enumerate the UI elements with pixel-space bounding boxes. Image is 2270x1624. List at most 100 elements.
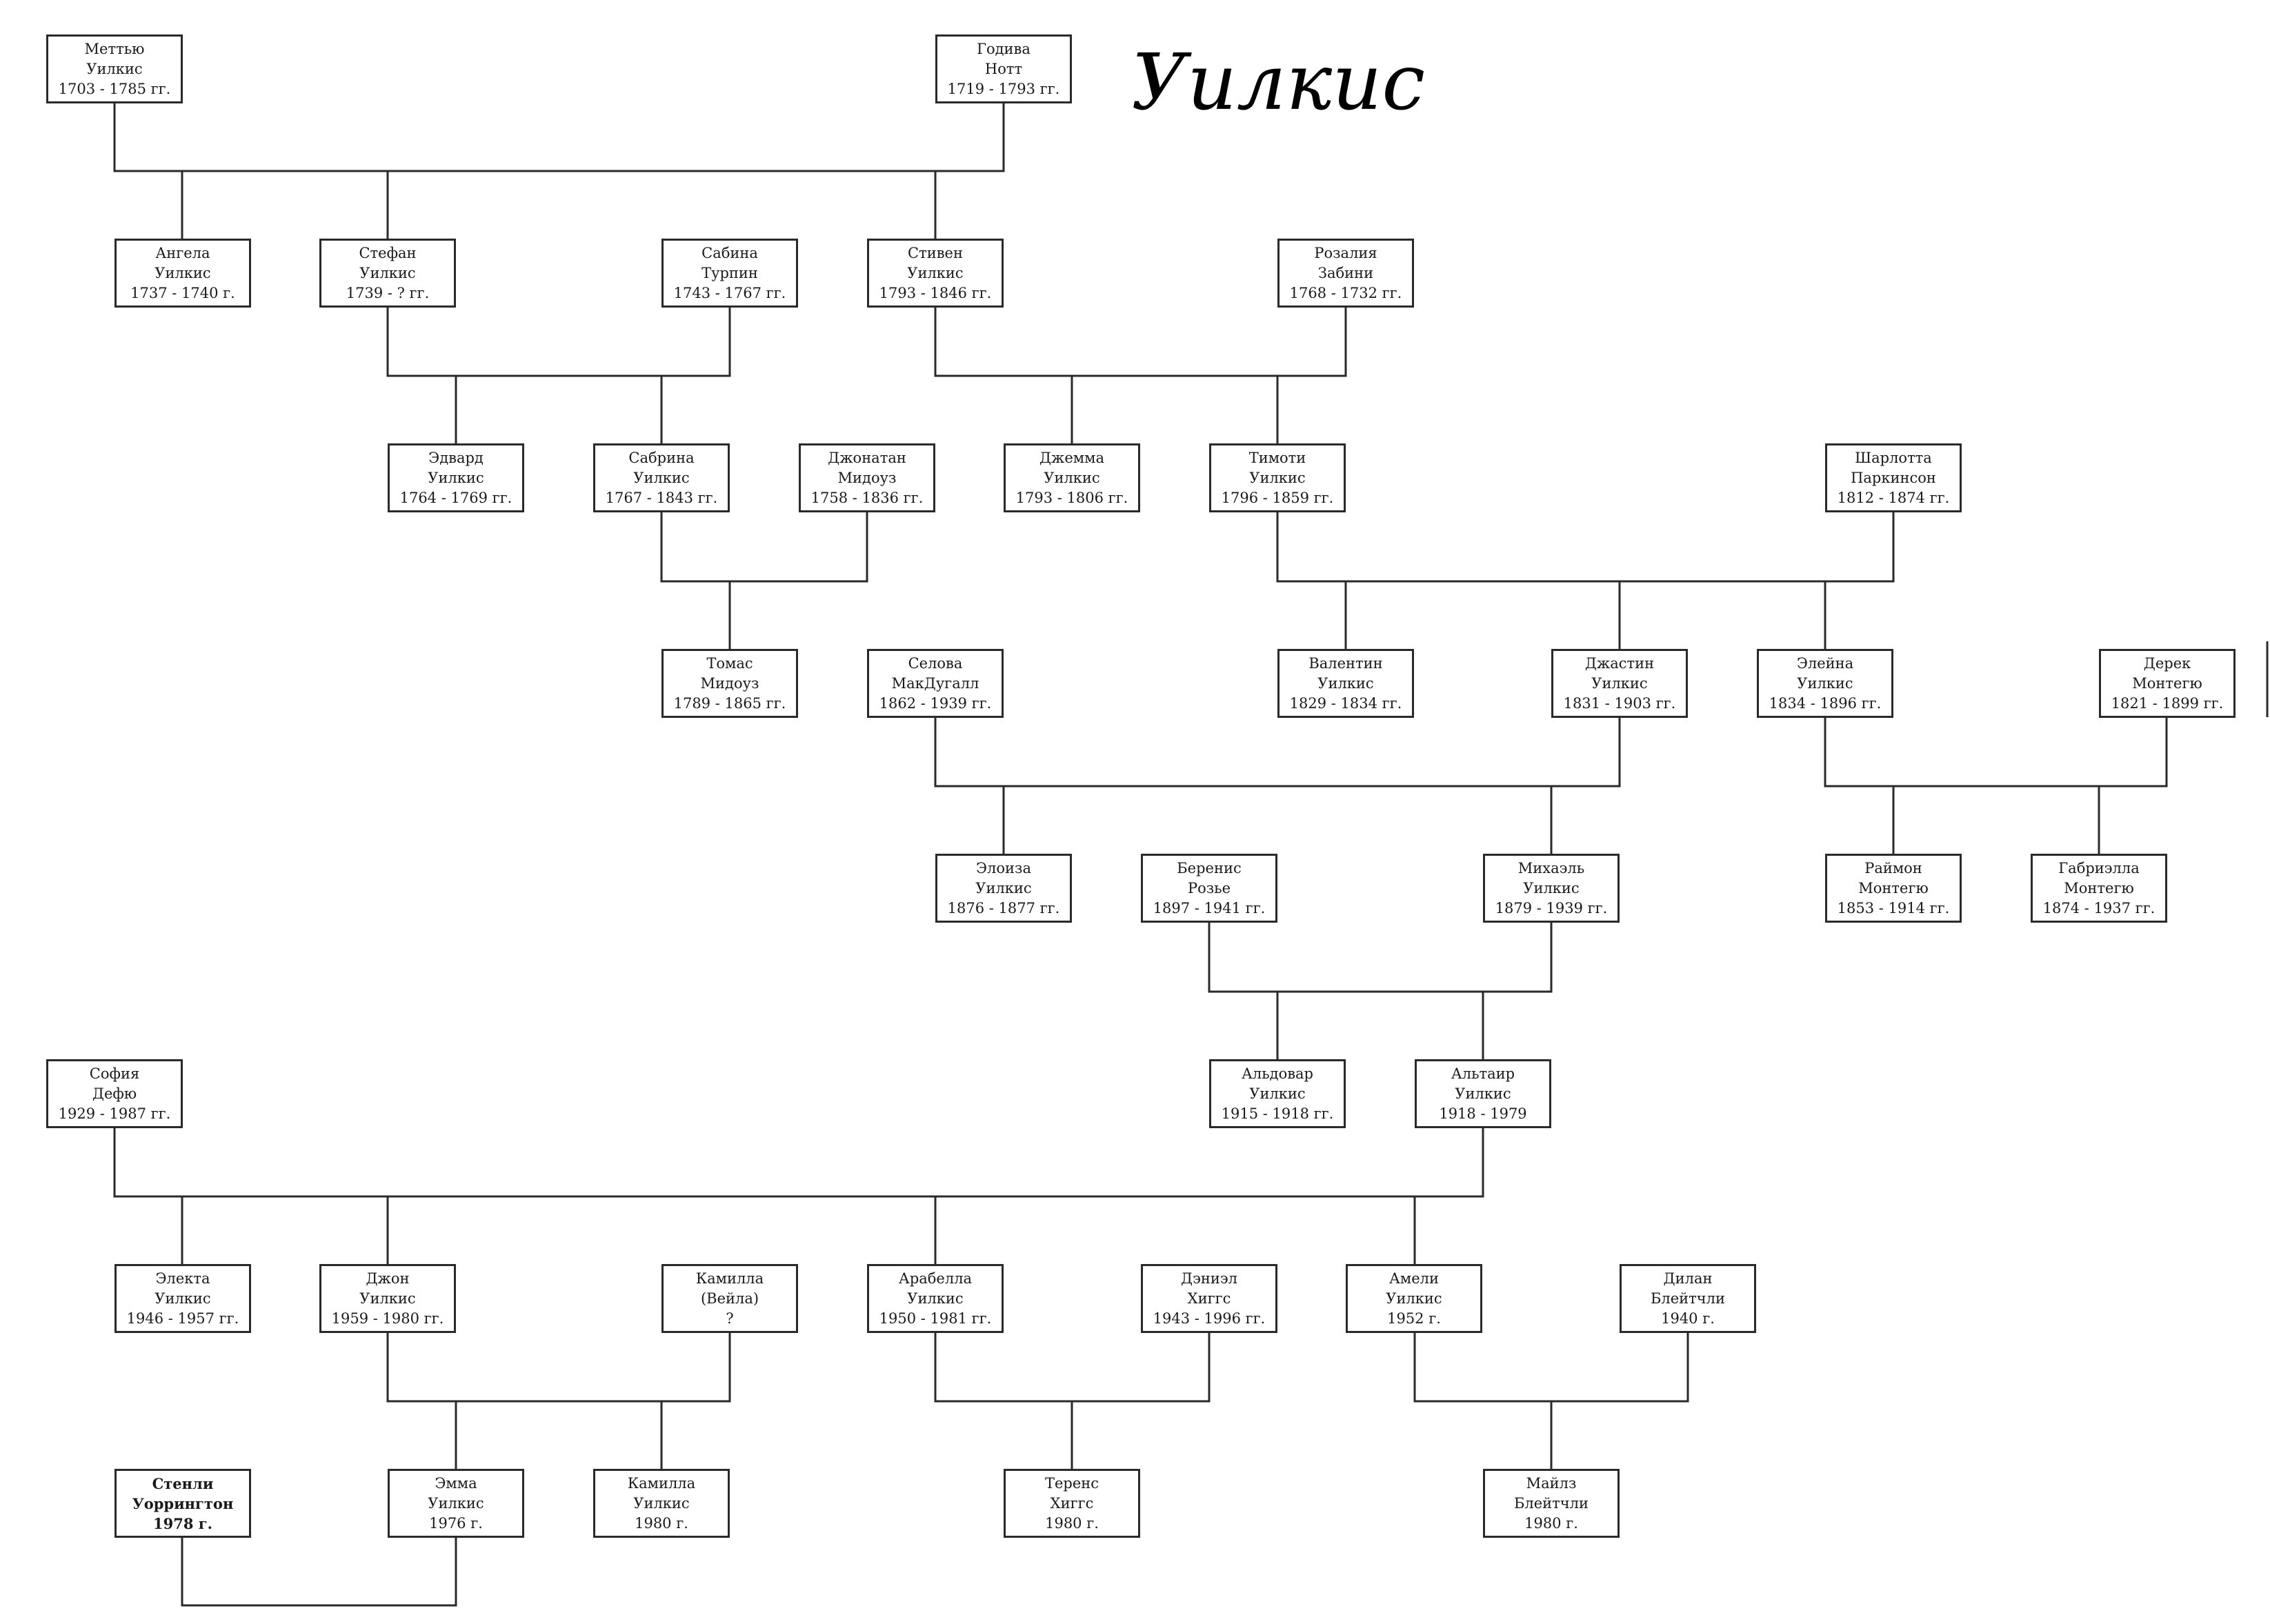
person-dylan: Дилан Блейтчли 1940 г. [1620,1264,1756,1333]
person-justin: Джастин Уилкис 1831 - 1903 гг. [1551,649,1688,718]
person-years: ? [726,1310,734,1327]
person-surname: Мидоуз [700,674,759,692]
person-surname: Уилкис [1317,674,1374,692]
person-stefan: Стефан Уилкис 1739 - ? гг. [319,239,456,308]
person-first-name: Дэниэл [1181,1270,1237,1287]
person-surname: Уилкис [1455,1085,1511,1102]
person-surname: Нотт [984,60,1023,77]
person-first-name: Раймон [1864,859,1922,876]
person-amelie: Амели Уилкис 1952 г. [1346,1264,1482,1333]
person-first-name: Годива [977,40,1031,57]
person-surname: Розье [1187,879,1231,896]
person-years: 1853 - 1914 гг. [1837,899,1950,916]
person-first-name: Арабелла [898,1270,973,1287]
person-daniel: Дэниэл Хиггс 1943 - 1996 гг. [1141,1264,1277,1333]
person-derek: Дерек Монтегю 1821 - 1899 гг. [2099,649,2236,718]
person-first-name: Сабина [701,244,758,261]
person-surname: Уилкис [975,879,1032,896]
person-years: 1862 - 1939 гг. [879,694,992,712]
person-first-name: Альдовар [1241,1065,1314,1082]
person-surname: Монтегю [2064,879,2134,896]
person-matthew: Меттью Уилкис 1703 - 1785 гг. [46,34,183,103]
person-years: 1874 - 1937 гг. [2042,899,2155,916]
person-surname: Паркинсон [1851,469,1936,486]
person-first-name: Михаэль [1517,859,1585,876]
person-surname: Уилкис [1044,469,1100,486]
person-years: 1831 - 1903 гг. [1563,694,1676,712]
person-godiva: Годива Нотт 1719 - 1793 гг. [935,34,1072,103]
person-angela: Ангела Уилкис 1737 - 1740 г. [115,239,251,308]
person-rosalia: Розалия Забини 1768 - 1732 гг. [1277,239,1414,308]
person-first-name: Стенли [152,1474,214,1492]
person-surname: МакДугалл [891,674,979,692]
person-years: 1980 г. [1045,1514,1099,1532]
person-years: 1793 - 1846 гг. [879,284,992,301]
person-first-name: Тимоти [1248,449,1306,466]
person-years: 1767 - 1843 гг. [605,489,718,506]
person-first-name: Майлз [1526,1474,1577,1492]
person-years: 1743 - 1767 гг. [673,284,786,301]
person-years: 1812 - 1874 гг. [1837,489,1950,506]
person-first-name: Розалия [1314,244,1377,261]
person-first-name: Меттью [84,40,145,57]
person-surname: Уилкис [428,1494,484,1512]
person-steven: Стивен Уилкис 1793 - 1846 гг. [867,239,1004,308]
person-years: 1980 г. [1524,1514,1578,1532]
person-first-name: Камилла [695,1270,764,1287]
person-surname: Турпин [701,264,758,281]
person-first-name: Элоиза [975,859,1032,876]
person-surname: Уилкис [1249,469,1306,486]
person-surname: Уилкис [1591,674,1648,692]
person-years: 1834 - 1896 гг. [1769,694,1882,712]
person-first-name: Валентин [1308,654,1383,672]
person-first-name: Стивен [908,244,963,261]
person-years: 1946 - 1957 гг. [126,1310,239,1327]
person-surname: Уилкис [1249,1085,1306,1102]
person-miles: Майлз Блейтчли 1980 г. [1483,1469,1620,1538]
person-first-name: Селова [908,654,963,672]
person-years: 1793 - 1806 гг. [1015,489,1128,506]
person-first-name: Эмма [435,1474,477,1492]
person-surname: Хиггс [1050,1494,1094,1512]
person-first-name: Электа [155,1270,210,1287]
person-years: 1789 - 1865 гг. [673,694,786,712]
person-years: 1768 - 1732 гг. [1289,284,1402,301]
person-years: 1952 г. [1387,1310,1441,1327]
person-first-name: Джемма [1039,449,1104,466]
person-first-name: Камилла [627,1474,696,1492]
person-surname: Дефю [92,1085,137,1102]
person-surname: (Вейла) [700,1290,759,1307]
person-surname: Монтегю [1858,879,1929,896]
person-surname: Хиггс [1187,1290,1231,1307]
person-aldovar: Альдовар Уилкис 1915 - 1918 гг. [1209,1059,1346,1128]
person-sabrina: Сабрина Уилкис 1767 - 1843 гг. [593,443,730,512]
person-years: 1758 - 1836 гг. [810,489,924,506]
person-years: 1918 - 1979 [1439,1105,1527,1122]
person-first-name: Джон [366,1270,410,1287]
person-stanley: Стенли Уоррингтон 1978 г. [115,1469,251,1538]
person-surname: Уилкис [1386,1290,1442,1307]
person-surname: Уилкис [155,264,211,281]
person-first-name: Габриэлла [2058,859,2140,876]
person-valentin: Валентин Уилкис 1829 - 1834 гг. [1277,649,1414,718]
person-years: 1950 - 1981 гг. [879,1310,992,1327]
person-first-name: Сабрина [628,449,695,466]
person-years: 1940 г. [1661,1310,1715,1327]
person-years: 1929 - 1987 гг. [58,1105,171,1122]
person-terence: Теренс Хиггс 1980 г. [1004,1469,1140,1538]
person-surname: Монтегю [2132,674,2202,692]
person-first-name: Теренс [1044,1474,1099,1492]
person-years: 1976 г. [429,1514,483,1532]
person-first-name: Шарлотта [1855,449,1932,466]
person-surname: Блейтчли [1650,1290,1726,1307]
person-john: Джон Уилкис 1959 - 1980 гг. [319,1264,456,1333]
person-sabina: Сабина Турпин 1743 - 1767 гг. [661,239,798,308]
person-gabriella: Габриэлла Монтегю 1874 - 1937 гг. [2031,854,2167,923]
person-years: 1719 - 1793 гг. [947,80,1060,97]
person-first-name: Стефан [359,244,417,261]
person-camilla-wilkes: Камилла Уилкис 1980 г. [593,1469,730,1538]
person-years: 1980 г. [635,1514,688,1532]
person-surname: Уилкис [1523,879,1580,896]
person-surname: Забини [1317,264,1374,281]
tree-title: Уилкис [1131,38,1426,128]
